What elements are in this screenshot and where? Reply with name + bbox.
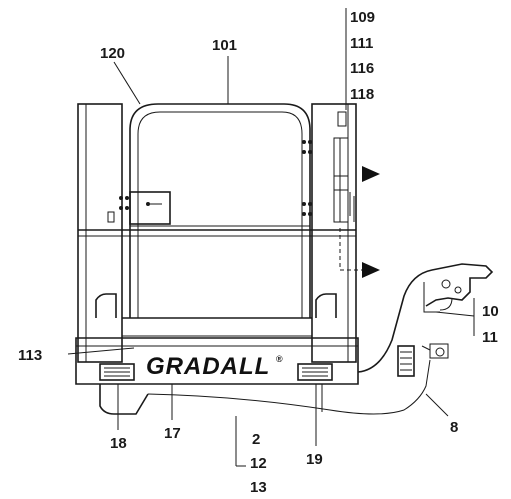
platform-frame xyxy=(77,103,357,363)
callout-118: 118 xyxy=(350,86,374,103)
callout-19: 19 xyxy=(306,451,323,468)
callout-113: 113 xyxy=(18,347,42,364)
callout-2: 2 xyxy=(252,431,260,448)
callout-13: 13 xyxy=(250,479,267,496)
callout-11: 11 xyxy=(482,329,498,346)
callout-8: 8 xyxy=(450,419,458,436)
direction-arrows xyxy=(339,166,380,278)
side-door-assembly xyxy=(333,111,355,223)
callout-101: 101 xyxy=(212,37,237,54)
callout-18: 18 xyxy=(110,435,127,452)
callout-109: 109 xyxy=(350,9,375,26)
callout-17: 17 xyxy=(164,425,181,442)
brand-name: GRADALL xyxy=(146,353,270,380)
callout-120: 120 xyxy=(100,45,125,62)
callout-10: 10 xyxy=(482,303,499,320)
callout-116: 116 xyxy=(350,60,374,77)
control-assembly xyxy=(147,263,494,415)
callout-12: 12 xyxy=(250,455,267,472)
callout-111: 111 xyxy=(350,35,373,52)
leader-lines xyxy=(67,8,475,467)
brand-registered-mark: ® xyxy=(276,354,283,364)
safety-gate xyxy=(107,103,312,318)
platform-base xyxy=(75,337,359,415)
